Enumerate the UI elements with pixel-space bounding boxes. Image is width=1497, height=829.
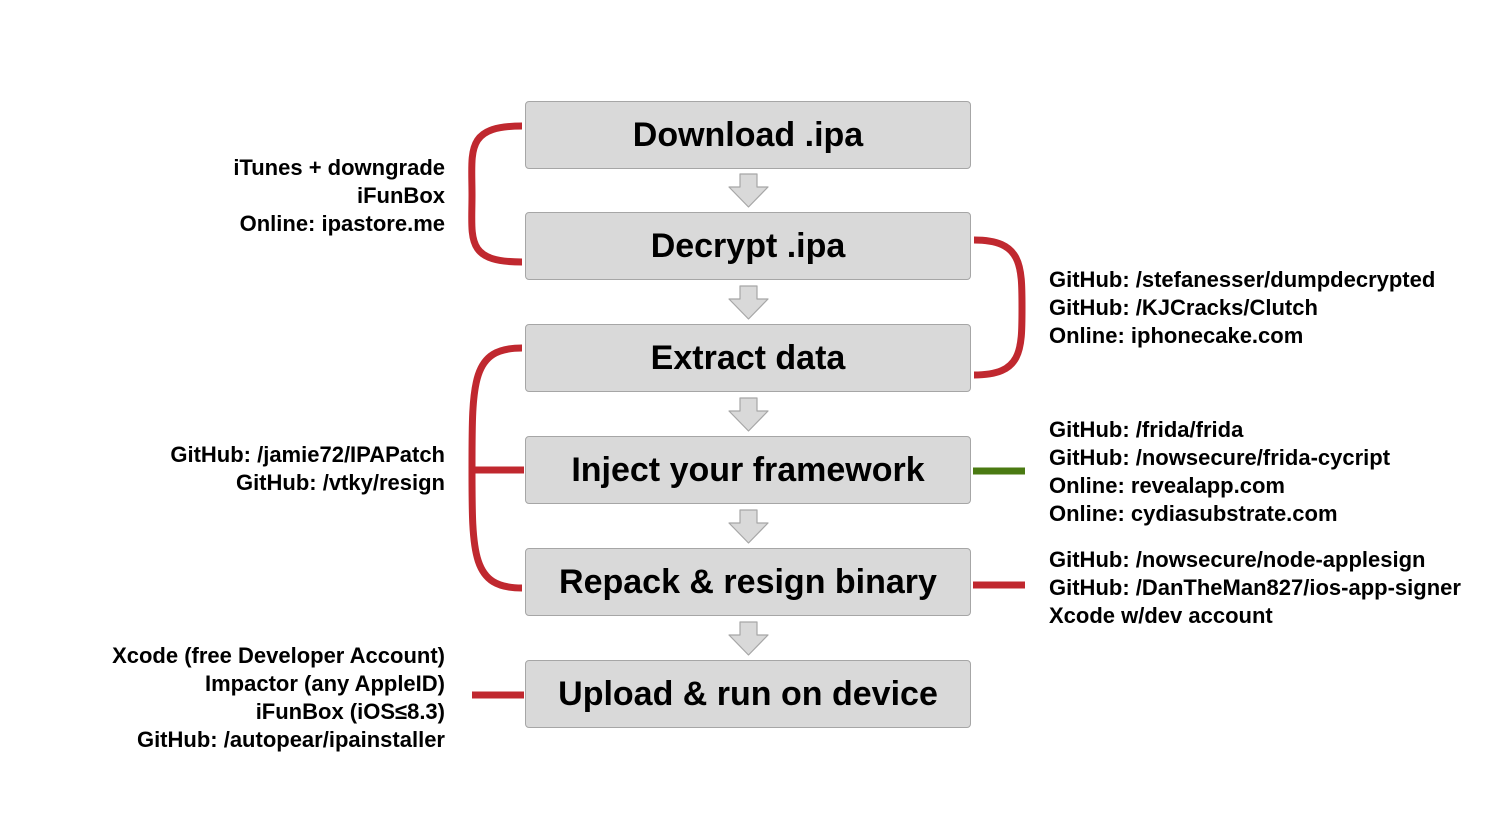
- step-inject-framework: Inject your framework: [525, 436, 971, 504]
- step-label: Download .ipa: [632, 115, 864, 154]
- down-arrow-icon: [728, 621, 769, 656]
- note-line: Online: iphonecake.com: [1049, 323, 1304, 348]
- note-line: Xcode (free Developer Account): [112, 643, 445, 668]
- connector-download-decrypt: [468, 122, 523, 266]
- note-line: iFunBox (iOS≤8.3): [255, 699, 445, 724]
- note-decrypt-tools: GitHub: /stefanesser/dumpdecrypted GitHu…: [1049, 266, 1435, 350]
- note-line: GitHub: /vtky/resign: [235, 470, 445, 495]
- note-inject-tools: GitHub: /frida/frida GitHub: /nowsecure/…: [1049, 416, 1390, 528]
- step-label: Decrypt .ipa: [650, 226, 846, 265]
- step-upload-run: Upload & run on device: [525, 660, 971, 728]
- down-arrow-icon: [728, 397, 769, 432]
- step-label: Upload & run on device: [558, 674, 938, 713]
- note-line: Online: cydiasubstrate.com: [1049, 501, 1338, 526]
- note-download-tools: iTunes + downgrade iFunBox Online: ipast…: [233, 154, 445, 238]
- note-upload-tools: Xcode (free Developer Account) Impactor …: [112, 642, 445, 754]
- arrow-group: [728, 173, 769, 656]
- note-repack-tools-right: GitHub: /nowsecure/node-applesign GitHub…: [1049, 546, 1461, 630]
- note-line: GitHub: /jamie72/IPAPatch: [170, 442, 445, 467]
- note-line: Online: revealapp.com: [1049, 473, 1285, 498]
- step-repack-resign: Repack & resign binary: [525, 548, 971, 616]
- step-label: Repack & resign binary: [559, 562, 937, 601]
- note-line: Xcode w/dev account: [1049, 603, 1273, 628]
- note-line: iTunes + downgrade: [233, 155, 445, 180]
- down-arrow-icon: [728, 173, 769, 208]
- note-line: Impactor (any AppleID): [205, 671, 445, 696]
- step-label: Inject your framework: [571, 450, 925, 489]
- note-line: Online: ipastore.me: [239, 211, 445, 236]
- note-line: GitHub: /nowsecure/frida-cycript: [1049, 445, 1391, 470]
- down-arrow-icon: [728, 509, 769, 544]
- step-decrypt-ipa: Decrypt .ipa: [525, 212, 971, 280]
- note-line: GitHub: /DanTheMan827/ios-app-signer: [1049, 575, 1461, 600]
- connector-decrypt-extract: [973, 236, 1026, 379]
- note-line: iFunBox: [357, 183, 445, 208]
- note-line: GitHub: /nowsecure/node-applesign: [1049, 547, 1426, 572]
- note-line: GitHub: /KJCracks/Clutch: [1049, 295, 1318, 320]
- down-arrow-icon: [728, 285, 769, 320]
- note-line: GitHub: /autopear/ipainstaller: [136, 727, 445, 752]
- note-repack-tools-left: GitHub: /jamie72/IPAPatch GitHub: /vtky/…: [170, 441, 445, 497]
- note-line: GitHub: /stefanesser/dumpdecrypted: [1049, 267, 1436, 292]
- step-download-ipa: Download .ipa: [525, 101, 971, 169]
- step-extract-data: Extract data: [525, 324, 971, 392]
- note-line: GitHub: /frida/frida: [1049, 417, 1244, 442]
- step-label: Extract data: [650, 338, 846, 377]
